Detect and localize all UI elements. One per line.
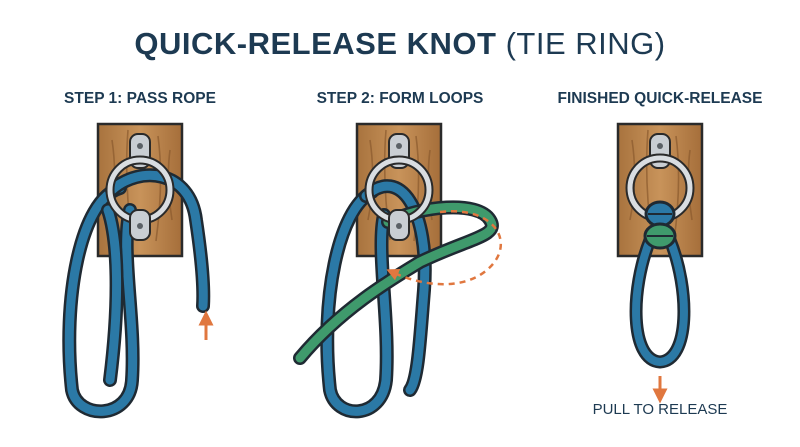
diagram-title: QUICK-RELEASE KNOT (TIE RING) (0, 26, 800, 62)
step-1-label: STEP 1: PASS ROPE (64, 90, 216, 107)
tie-ring-icon (105, 133, 175, 241)
pull-to-release-label: PULL TO RELEASE (592, 401, 728, 418)
panel-step-3 (616, 122, 704, 404)
step-2-label: STEP 2: FORM LOOPS (316, 90, 484, 107)
direction-arrow-icon (386, 210, 502, 286)
title-sub: (TIE RING) (505, 26, 666, 61)
rope-icon (629, 200, 691, 369)
title-main: QUICK-RELEASE KNOT (134, 26, 497, 61)
tie-ring-icon (364, 133, 434, 241)
rope-icon (293, 179, 499, 419)
panel-step-1 (62, 122, 214, 419)
rope-icon (62, 168, 211, 419)
step-3-label: FINISHED QUICK-RELEASE (557, 90, 763, 107)
panel-step-2 (293, 122, 502, 419)
